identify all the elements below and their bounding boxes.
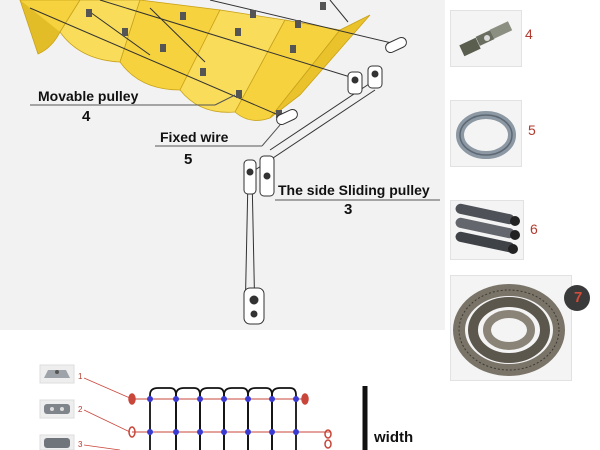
pulleys — [243, 65, 383, 325]
small-part-number-3: 3 — [78, 440, 83, 449]
awning-illustration — [19, 0, 440, 325]
thumbnail-number-4: 4 — [525, 26, 533, 42]
thumbnail-wire-coil — [450, 100, 522, 167]
small-part-number-1: 1 — [78, 372, 83, 381]
small-part-number-2: 2 — [78, 405, 83, 414]
part-leaders — [83, 377, 131, 450]
wire-lines — [29, 0, 401, 321]
fixed-wire-label: Fixed wire — [160, 129, 229, 145]
red-rails — [132, 398, 330, 433]
end-markers — [128, 393, 332, 449]
thumbnail-number-5: 5 — [528, 122, 536, 138]
side-sliding-pulley-number: 3 — [344, 201, 353, 218]
pulley-clamp-icon — [459, 21, 513, 57]
wire-frame — [149, 387, 297, 450]
steel-tubes-icon — [455, 203, 520, 254]
side-sliding-pulley-label: The side Sliding pulley — [278, 182, 430, 198]
thumbnail-number-7: 7 — [574, 289, 583, 306]
width-label: width — [374, 429, 414, 446]
canopy — [19, 0, 371, 121]
thumbnail-number-6: 6 — [530, 221, 538, 237]
movable-pulley-label: Movable pulley — [38, 88, 139, 104]
small-part-icons — [39, 364, 75, 450]
movable-pulley-number: 4 — [82, 108, 91, 125]
thumbnail-steel-tubes — [450, 200, 524, 260]
wire-coil-icon — [456, 111, 516, 159]
blue-nodes — [147, 396, 299, 435]
thumbnail-pulley-clamp — [450, 10, 522, 67]
rope-coil-icon — [453, 284, 565, 376]
thumbnail-rope-coil — [450, 275, 572, 381]
thumbnail-badge-7 — [564, 285, 590, 311]
fixed-wire-number: 5 — [184, 151, 193, 168]
wire-clips — [86, 2, 326, 118]
leader-lines — [30, 94, 440, 201]
slotted-brackets — [276, 36, 407, 126]
